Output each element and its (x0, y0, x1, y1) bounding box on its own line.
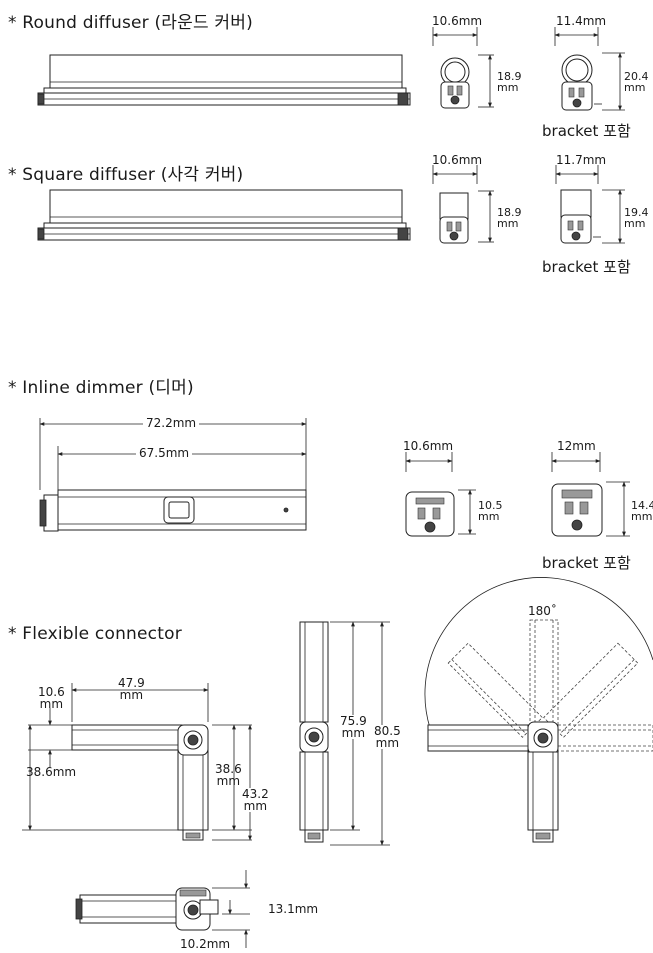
flex-folded-height-label: 13.1mm (268, 902, 319, 916)
dimmer-bracket-width-label: 12mm (557, 439, 596, 453)
flex-connector-folded-view (75, 870, 250, 948)
square-diffuser-side-view (37, 189, 411, 241)
dimmer-length-inner-label: 67.5mm (136, 447, 193, 459)
square-bracket-note: bracket 포함 (542, 258, 631, 276)
round-end-width-label: 10.6mm (432, 14, 483, 28)
square-bracket-width-label: 11.7mm (556, 153, 607, 167)
round-diffuser-bracket-view (554, 27, 625, 111)
dimmer-bracket-height-label: 14.4 mm (631, 499, 653, 523)
dimmer-end-width-label: 10.6mm (403, 439, 454, 453)
dimmer-end-view (405, 452, 476, 537)
square-end-width-label: 10.6mm (432, 153, 483, 167)
round-bracket-height-label: 20.4 mm (624, 70, 649, 94)
round-end-height-label: 18.9 mm (497, 70, 522, 94)
round-bracket-note: bracket 포함 (542, 122, 631, 140)
round-diffuser-end-view (432, 27, 494, 109)
dimmer-bracket-view (551, 452, 630, 537)
flex-connector-title: * Flexible connector (8, 624, 182, 644)
square-diffuser-bracket-view (555, 165, 625, 244)
square-end-height-label: 18.9 mm (497, 206, 522, 230)
flex-connector-l-view (22, 683, 252, 841)
round-diffuser-side-view (37, 54, 411, 106)
flex-width-dim-label: 47.9 mm (118, 676, 145, 702)
square-bracket-height-label: 19.4 mm (624, 206, 649, 230)
dimmer-side-view (39, 418, 307, 532)
flex-small-dim-label: 10.6 mm (38, 685, 65, 711)
flex-folded-width-label: 10.2mm (180, 937, 231, 951)
round-bracket-width-label: 11.4mm (556, 14, 607, 28)
flex-right-height-label: 43.2 mm (242, 787, 269, 813)
dimmer-bracket-note: bracket 포함 (542, 554, 631, 572)
flex-left-height-label: 38.6mm (26, 765, 77, 779)
dimmer-end-height-label: 10.5 mm (478, 499, 503, 523)
flex-straight-length2-label: 80.5 mm (374, 724, 401, 750)
dimmer-length-total-label: 72.2mm (143, 417, 200, 429)
flex-straight-length1-label: 75.9 mm (340, 714, 367, 740)
flex-connector-rotation-view (424, 577, 653, 843)
round-diffuser-title: * Round diffuser (라운드 커버) (8, 13, 253, 33)
flex-mid-height-label: 38.6 mm (215, 762, 242, 788)
dimmer-title: * Inline dimmer (디머) (8, 378, 194, 398)
square-diffuser-end-view (432, 165, 494, 244)
square-diffuser-title: * Square diffuser (사각 커버) (8, 165, 244, 185)
flex-rotation-angle-label: 180˚ (526, 604, 559, 618)
